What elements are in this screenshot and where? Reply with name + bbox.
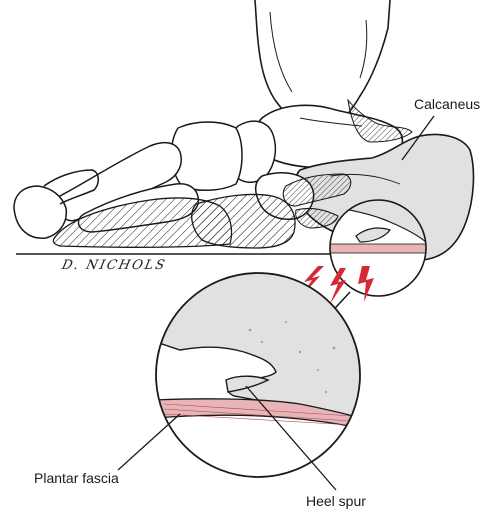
heel-spur-leader <box>245 385 337 491</box>
artist-signature: D. NICHOLS <box>60 258 168 273</box>
heel-spur-label: Heel spur <box>306 493 366 509</box>
toe-bones <box>13 169 99 239</box>
heel-inset-large <box>155 272 361 478</box>
calcaneus-label: Calcaneus <box>414 96 481 112</box>
plantar-fascia-leader <box>117 413 181 471</box>
calcaneus-leader <box>401 115 435 161</box>
plantar-fascia-label: Plantar fascia <box>34 470 119 486</box>
heel-inset-small <box>329 199 427 297</box>
plantar-ligaments <box>52 98 413 249</box>
